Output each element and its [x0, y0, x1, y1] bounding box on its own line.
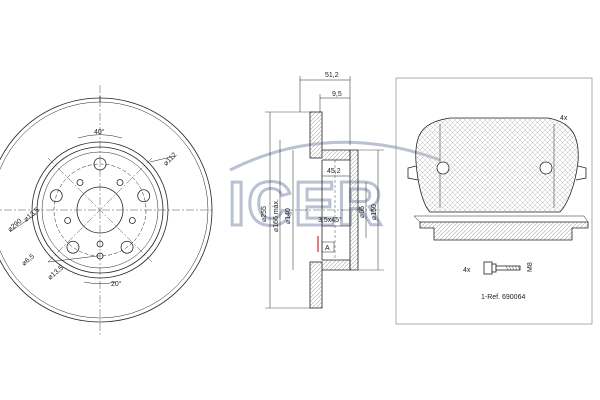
bottom-hole-label: ⌀13,5 [47, 265, 65, 282]
hat-depth-label: 45,2 [327, 168, 341, 175]
brake-pad [415, 117, 579, 213]
pad-clip-right [575, 165, 587, 181]
bolt-shank [495, 265, 521, 271]
vent-hole [116, 179, 124, 186]
bolt [483, 261, 521, 275]
pcd-leader [149, 155, 176, 163]
angle-arc-top [77, 134, 123, 139]
small-hole-label: ⌀6,5 [21, 253, 36, 267]
dia-166-label: ⌀166 máx. [273, 199, 280, 232]
bolt-thread [505, 265, 521, 271]
disc-side-view [265, 76, 384, 309]
pad-profile-chamfer [413, 215, 589, 223]
marker-box [321, 241, 335, 253]
friction-ring-top [309, 111, 323, 159]
dia-255-label: ⌀255 [261, 206, 268, 222]
overall-width-label: 51,2 [325, 72, 339, 79]
pad-hole-right [539, 161, 553, 175]
bolt-quantity-label: 4x [463, 267, 471, 274]
marker-label: A [325, 245, 330, 252]
dia-150-label: ⌀150 [371, 204, 378, 220]
bolt-flange [491, 263, 497, 273]
bolt-hole [137, 189, 151, 203]
outer-dia-label: ⌀290 [7, 218, 24, 234]
dia-140-label: ⌀140 [285, 208, 292, 224]
bolt-hole [49, 189, 63, 203]
bolt-size-label: M8 [527, 262, 534, 272]
vent-hole [76, 179, 84, 186]
flange-label: 9,5 [332, 91, 342, 98]
small-hole-leader [47, 255, 98, 263]
friction-ring-bottom [309, 261, 323, 309]
outer-dia-leader [9, 213, 37, 233]
angle-bottom-label: 20° [111, 280, 122, 288]
pad-panel [395, 77, 593, 325]
reference-label: 1-Ref. 690064 [481, 294, 525, 301]
watermark-text: ICER [228, 170, 384, 239]
centerline-diagonal-b [47, 157, 153, 263]
dia-65-label: ⌀65 [359, 206, 366, 218]
bolt-hole [66, 240, 80, 254]
hat-bottom-wall [322, 259, 351, 271]
vent-hole [128, 217, 136, 224]
angle-top-label: 40° [94, 128, 105, 136]
watermark-swoosh [229, 140, 441, 172]
pad-hole-left [436, 161, 450, 175]
pad-clip-left [407, 165, 419, 181]
pad-panel-frame [395, 77, 593, 325]
angle-arc-bottom [83, 281, 117, 284]
pad-profile [419, 221, 589, 241]
pcd-label: ⌀112 [162, 152, 178, 168]
pad-quantity-label: 4x [560, 115, 568, 122]
disc-front-view [0, 85, 213, 335]
hat-top-wall [322, 149, 351, 161]
bolt-hole [120, 240, 134, 254]
bolt-head [483, 261, 493, 275]
chamfer-label: 3,5x45° [318, 216, 342, 224]
vent-hole [64, 217, 72, 224]
